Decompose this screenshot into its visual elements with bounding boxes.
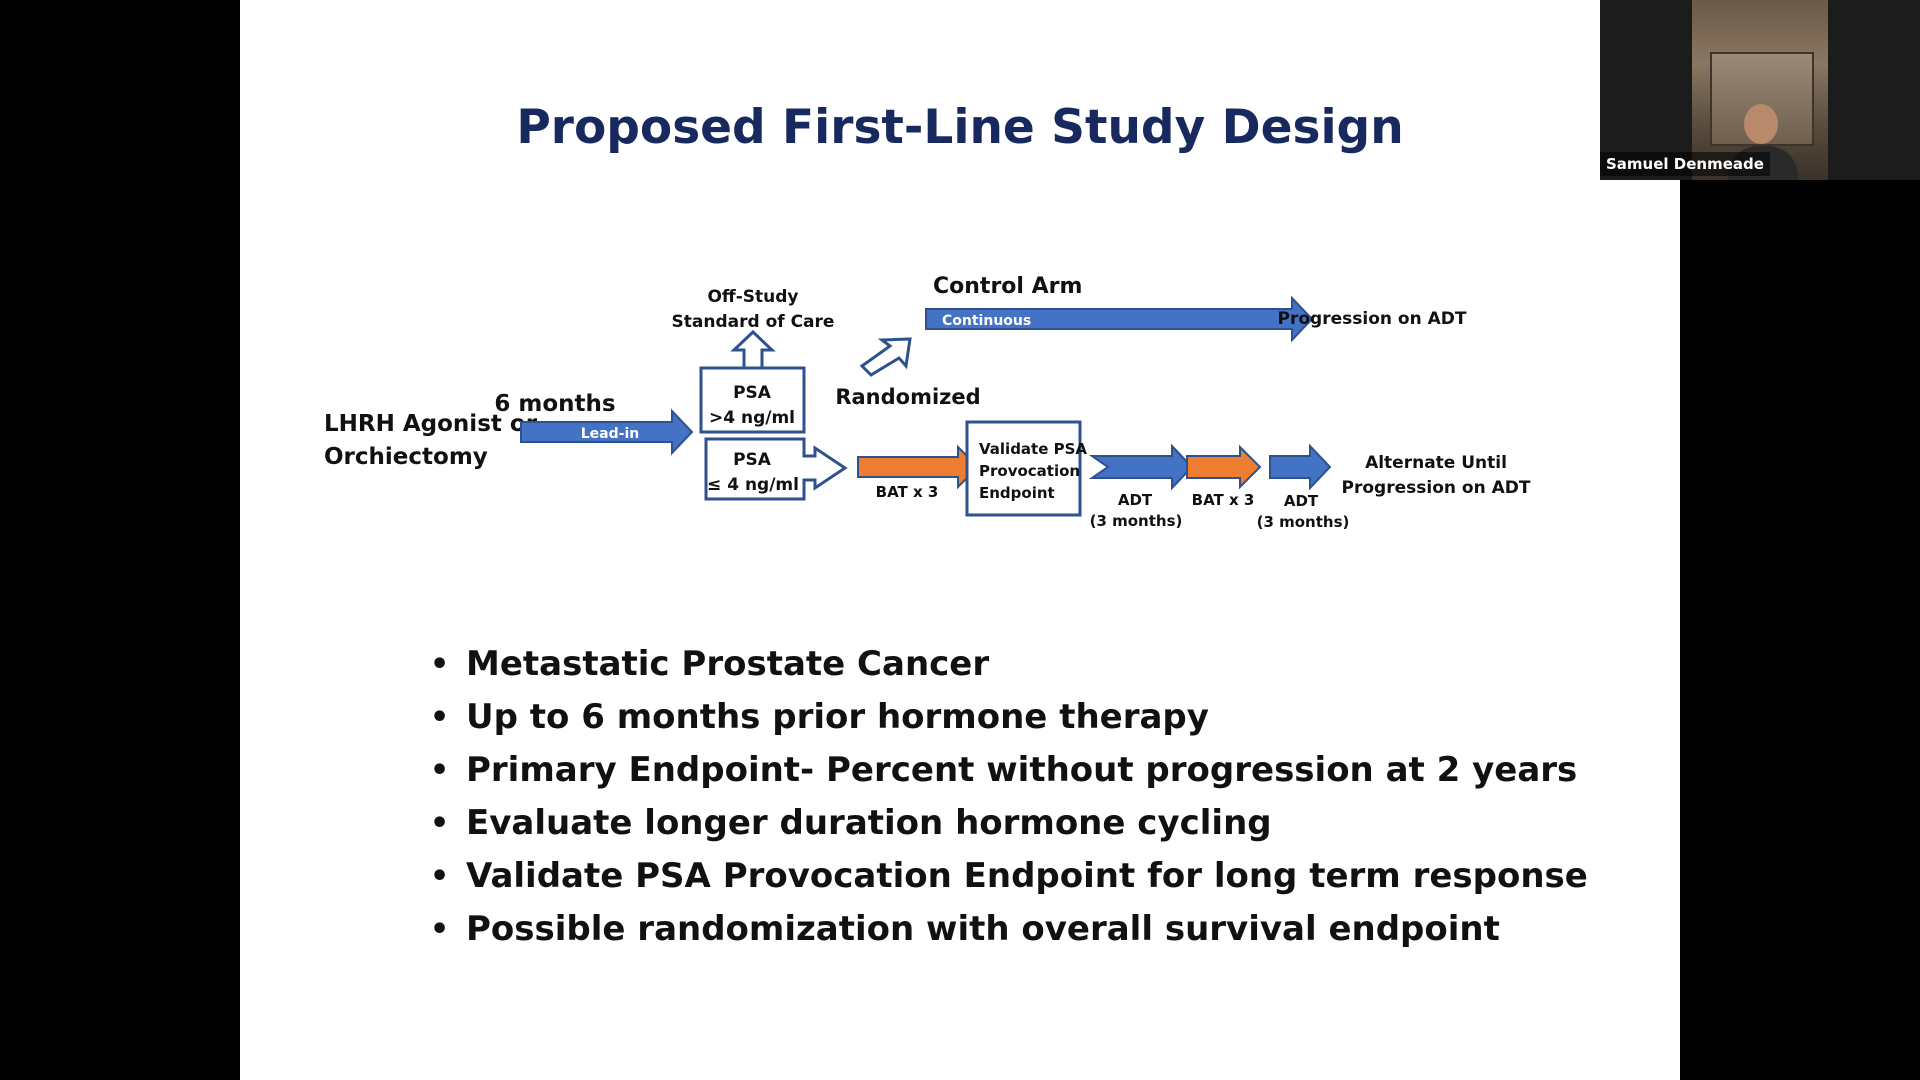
off-study-line2: Standard of Care xyxy=(672,312,835,332)
validate-line3: Endpoint xyxy=(979,484,1055,502)
progression-on-adt-label: Progression on ADT xyxy=(1278,309,1467,329)
bullet-dot: • xyxy=(430,647,450,682)
lead-in-arrow xyxy=(520,408,694,456)
presentation-slide: Proposed First-Line Study Design LHRH Ag… xyxy=(240,0,1680,1080)
off-study-line1: Off-Study xyxy=(707,287,798,307)
bullet-list: • Metastatic Prostate Cancer • Up to 6 mon… xyxy=(430,638,1588,956)
validate-line1: Validate PSA xyxy=(979,440,1087,458)
bat-first-label: BAT x 3 xyxy=(876,483,939,501)
alternate-line1: Alternate Until xyxy=(1365,453,1507,473)
bullet-dot: • xyxy=(430,859,450,894)
continuous-bar-label: Continuous xyxy=(942,313,1031,329)
adt-first-arrow xyxy=(1088,443,1194,491)
bullet-text: Metastatic Prostate Cancer xyxy=(466,644,990,684)
validate-psa-box xyxy=(965,420,1082,517)
participant-name-label: Samuel Denmeade xyxy=(1600,152,1770,176)
bat-second-label: BAT x 3 xyxy=(1192,491,1255,509)
bullet-item: • Primary Endpoint- Percent without progr… xyxy=(430,744,1588,797)
alternate-line2: Progression on ADT xyxy=(1342,478,1531,498)
psa-low-box xyxy=(704,437,848,501)
participant-head xyxy=(1744,104,1778,144)
psa-low-line1: PSA xyxy=(733,450,772,470)
start-label-line1: LHRH Agonist or xyxy=(324,411,538,437)
randomized-diagonal-arrow xyxy=(859,337,912,377)
bullet-dot: • xyxy=(430,806,450,841)
lead-months-label: 6 months xyxy=(494,391,615,417)
bullet-item: • Up to 6 months prior hormone therapy xyxy=(430,691,1588,744)
bat-first-arrow xyxy=(857,444,980,490)
bullet-text: Evaluate longer duration hormone cycling xyxy=(466,803,1272,843)
bullet-item: • Metastatic Prostate Cancer xyxy=(430,638,1588,691)
bullet-text: Possible randomization with overall surv… xyxy=(466,909,1500,949)
bullet-item: • Validate PSA Provocation Endpoint for l… xyxy=(430,850,1588,903)
randomized-label: Randomized xyxy=(835,385,980,409)
bullet-text: Up to 6 months prior hormone therapy xyxy=(466,697,1209,737)
control-arm-arrow xyxy=(925,295,1314,343)
adt-second-line2: (3 months) xyxy=(1257,513,1350,531)
psa-high-line1: PSA xyxy=(733,383,772,403)
psa-high-box xyxy=(699,366,806,434)
validate-line2: Provocation xyxy=(979,462,1080,480)
study-design-diagram: LHRH Agonist or Orchiectomy 6 months Lea… xyxy=(324,274,1531,531)
bullet-item: • Possible randomization with overall sur… xyxy=(430,903,1588,956)
participant-video-feed xyxy=(1692,0,1828,180)
adt-second-arrow xyxy=(1269,443,1332,491)
adt-first-line1: ADT xyxy=(1118,491,1153,509)
bullet-text: Validate PSA Provocation Endpoint for lo… xyxy=(466,856,1588,896)
bullet-dot: • xyxy=(430,700,450,735)
participant-video-tile[interactable]: Samuel Denmeade xyxy=(1600,0,1920,180)
bat-second-arrow xyxy=(1186,444,1262,490)
bullet-item: • Evaluate longer duration hormone cyclin… xyxy=(430,797,1588,850)
bullet-dot: • xyxy=(430,912,450,947)
bullet-text: Primary Endpoint- Percent without progre… xyxy=(466,750,1578,790)
slide-title: Proposed First-Line Study Design xyxy=(516,100,1404,155)
start-label-line2: Orchiectomy xyxy=(324,444,488,470)
lead-in-bar-label: Lead-in xyxy=(581,426,639,442)
off-study-up-arrow xyxy=(730,329,776,372)
adt-first-line2: (3 months) xyxy=(1090,512,1183,530)
control-arm-label: Control Arm xyxy=(933,274,1082,299)
bullet-dot: • xyxy=(430,753,450,788)
adt-second-line1: ADT xyxy=(1284,492,1319,510)
psa-high-line2: >4 ng/ml xyxy=(709,408,795,428)
psa-low-line2: ≤ 4 ng/ml xyxy=(707,475,799,495)
